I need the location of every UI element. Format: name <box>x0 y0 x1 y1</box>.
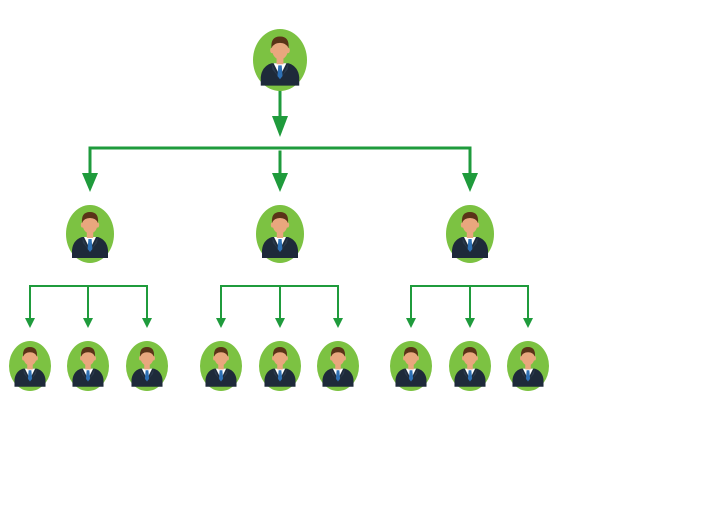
businessman-icon <box>395 347 427 387</box>
businessman-icon <box>264 347 296 387</box>
connectors <box>25 89 533 328</box>
manager-node <box>446 205 494 263</box>
arrow-icon <box>523 318 533 328</box>
businessman-icon <box>452 212 488 258</box>
arrow-icon <box>83 318 93 328</box>
arrow-icon <box>142 318 152 328</box>
employee-node <box>9 341 51 391</box>
arrow-icon <box>406 318 416 328</box>
employee-node <box>317 341 359 391</box>
arrow-icon <box>272 173 288 192</box>
manager-node <box>256 205 304 263</box>
nodes <box>9 29 549 391</box>
root-node <box>253 29 307 91</box>
manager-node <box>66 205 114 263</box>
businessman-icon <box>131 347 163 387</box>
employee-node <box>449 341 491 391</box>
employee-node <box>507 341 549 391</box>
arrow-icon <box>462 173 478 192</box>
employee-node <box>200 341 242 391</box>
employee-node <box>67 341 109 391</box>
businessman-icon <box>262 212 298 258</box>
arrow-icon <box>275 318 285 328</box>
businessman-icon <box>260 36 300 86</box>
employee-node <box>126 341 168 391</box>
businessman-icon <box>205 347 237 387</box>
employee-node <box>390 341 432 391</box>
businessman-icon <box>322 347 354 387</box>
arrow-icon <box>333 318 343 328</box>
arrow-icon <box>465 318 475 328</box>
businessman-icon <box>512 347 544 387</box>
businessman-icon <box>14 347 46 387</box>
arrow-icon <box>25 318 35 328</box>
businessman-icon <box>72 347 104 387</box>
businessman-icon <box>72 212 108 258</box>
arrow-icon <box>82 173 98 192</box>
arrow-icon <box>216 318 226 328</box>
employee-node <box>259 341 301 391</box>
arrow-icon <box>272 116 288 137</box>
businessman-icon <box>454 347 486 387</box>
